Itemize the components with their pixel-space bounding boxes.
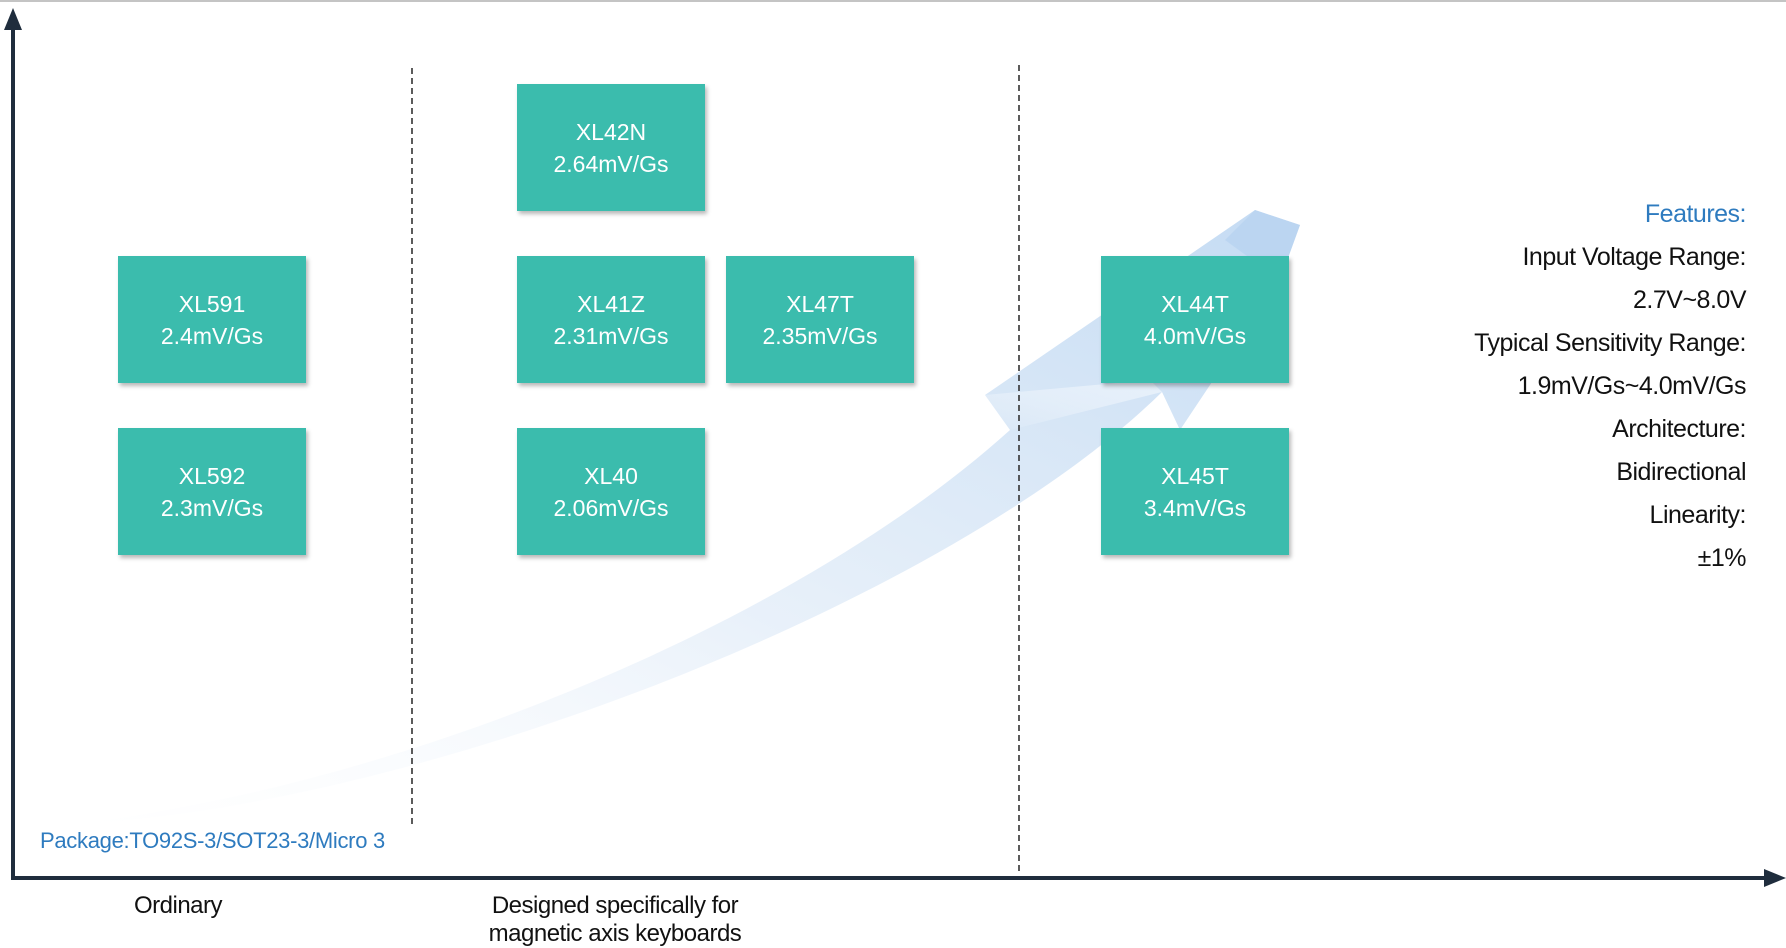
category-label-keyboard: Designed specifically for magnetic axis … — [440, 892, 790, 948]
category-keyboard-line2: magnetic axis keyboards — [488, 920, 742, 947]
product-sensitivity: 2.3mV/Gs — [160, 494, 264, 521]
feature-input-voltage-value: 2.7V~8.0V — [1633, 286, 1746, 314]
product-name: XL592 — [178, 462, 246, 489]
product-box-xl47t: XL47T 2.35mV/Gs — [726, 256, 914, 383]
product-box-xl45t: XL45T 3.4mV/Gs — [1101, 428, 1289, 555]
product-name: XL47T — [786, 290, 854, 317]
product-box-xl41z: XL41Z 2.31mV/Gs — [517, 256, 705, 383]
product-sensitivity: 3.4mV/Gs — [1143, 494, 1247, 521]
product-sensitivity: 2.35mV/Gs — [762, 322, 878, 349]
product-box-xl40: XL40 2.06mV/Gs — [517, 428, 705, 555]
feature-architecture-label: Architecture: — [1612, 415, 1746, 443]
package-label: Package:TO92S-3/SOT23-3/Micro 3 — [40, 828, 385, 853]
feature-linearity-value: ±1% — [1697, 544, 1747, 572]
product-sensitivity: 2.4mV/Gs — [160, 322, 264, 349]
product-name: XL40 — [584, 462, 638, 489]
product-sensitivity: 2.64mV/Gs — [553, 150, 669, 177]
product-box-xl42n: XL42N 2.64mV/Gs — [517, 84, 705, 211]
product-sensitivity: 4.0mV/Gs — [1143, 322, 1247, 349]
product-box-xl44t: XL44T 4.0mV/Gs — [1101, 256, 1289, 383]
product-name: XL44T — [1161, 290, 1229, 317]
product-name: XL45T — [1161, 462, 1229, 489]
product-name: XL591 — [178, 290, 246, 317]
feature-linearity-label: Linearity: — [1649, 501, 1747, 529]
product-name: XL42N — [575, 118, 647, 145]
feature-sensitivity-label: Typical Sensitivity Range: — [1474, 329, 1746, 357]
product-box-xl591: XL591 2.4mV/Gs — [118, 256, 306, 383]
feature-input-voltage-label: Input Voltage Range: — [1522, 243, 1746, 271]
category-keyboard-line1: Designed specifically for — [491, 892, 739, 919]
product-box-xl592: XL592 2.3mV/Gs — [118, 428, 306, 555]
x-axis — [11, 869, 1786, 887]
product-sensitivity: 2.06mV/Gs — [553, 494, 669, 521]
feature-sensitivity-value: 1.9mV/Gs~4.0mV/Gs — [1517, 372, 1747, 400]
category-ordinary-text: Ordinary — [133, 892, 223, 919]
features-panel: Features: Input Voltage Range: 2.7V~8.0V… — [1326, 193, 1746, 580]
category-label-ordinary: Ordinary — [96, 892, 260, 920]
feature-architecture-value: Bidirectional — [1616, 458, 1746, 486]
features-title: Features: — [1644, 200, 1747, 228]
product-name: XL41Z — [577, 290, 645, 317]
product-sensitivity: 2.31mV/Gs — [553, 322, 669, 349]
y-axis — [4, 8, 22, 878]
